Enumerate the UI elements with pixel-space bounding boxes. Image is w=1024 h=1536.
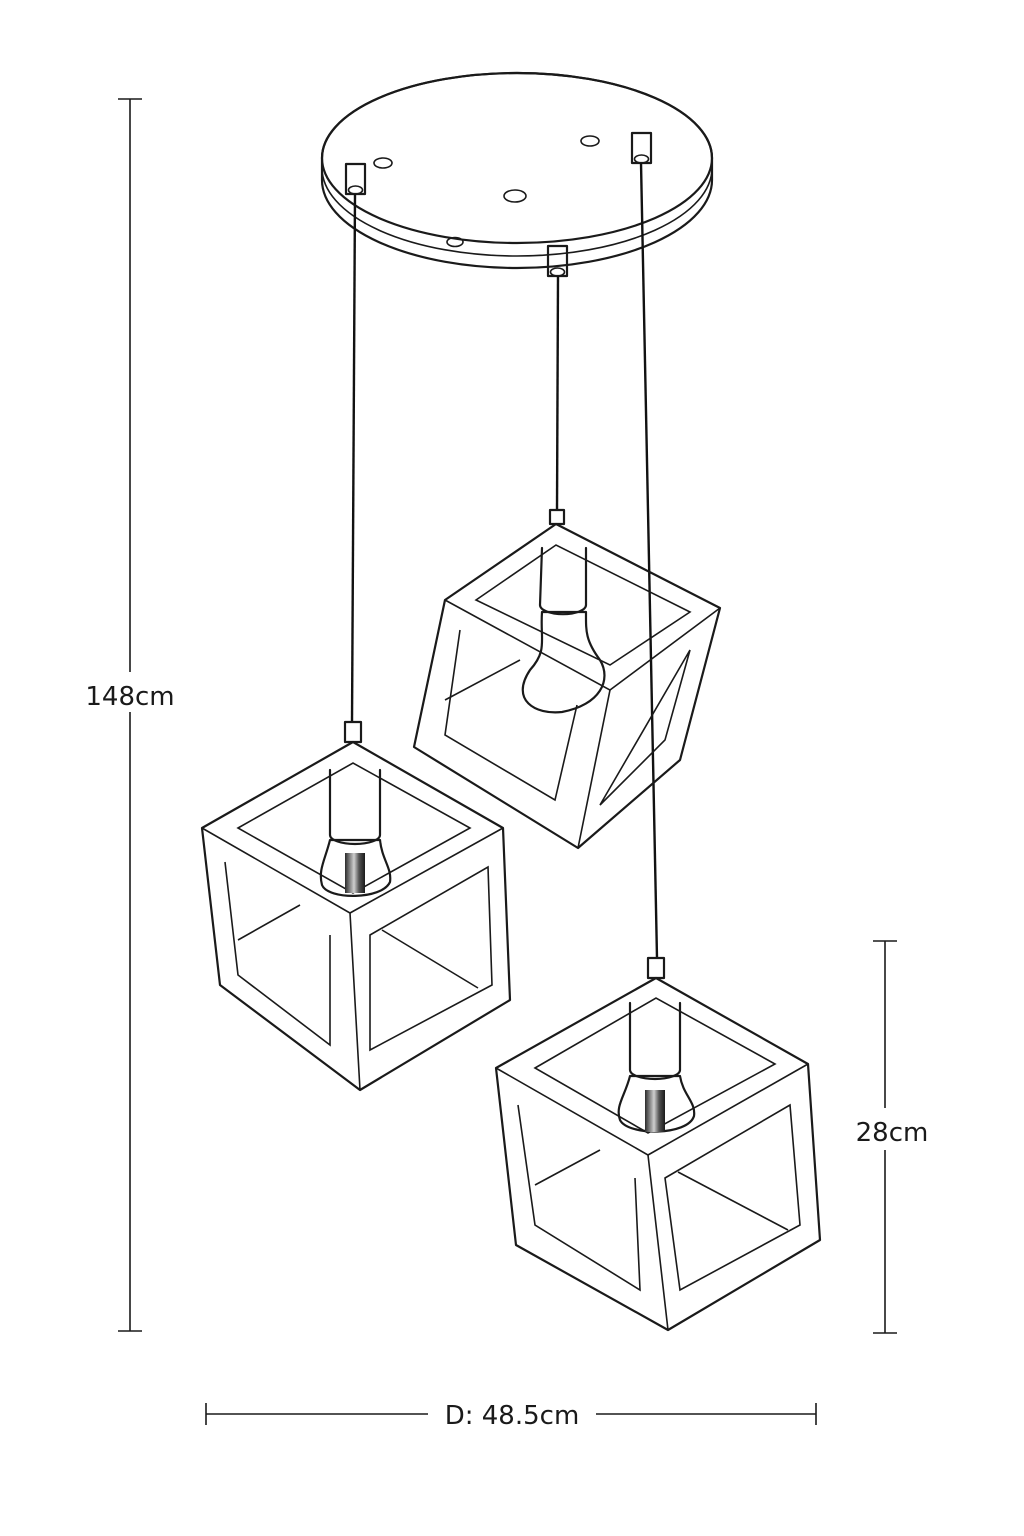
socket-cap: [343, 720, 363, 744]
bulb-holder: [328, 768, 382, 846]
cube-shade-middle: [412, 508, 722, 850]
socket-cap: [646, 956, 666, 980]
shade-height-label: 28cm: [856, 1118, 929, 1148]
socket-cap: [548, 508, 566, 526]
cube-shade-right: [494, 956, 822, 1332]
bulb-holder: [538, 546, 588, 616]
diameter-label: D: 48.5cm: [445, 1401, 580, 1431]
wire-middle: [555, 275, 560, 511]
height-dimension: 148cm: [85, 98, 175, 1332]
cord-grip-middle: [546, 244, 569, 278]
ceiling-canopy: [320, 71, 714, 278]
bulb-filament: [345, 853, 365, 893]
cord-grip-left: [344, 162, 367, 196]
diameter-dimension: D: 48.5cm: [205, 1401, 817, 1431]
wire-right: [639, 162, 659, 959]
bulb: [319, 838, 392, 897]
bulb-holder: [628, 1001, 682, 1081]
shade-height-dimension: 28cm: [856, 940, 929, 1334]
cube-shade-left: [200, 720, 512, 1092]
bulb: [521, 610, 606, 714]
cord-grip-right: [630, 131, 653, 165]
wire-left: [350, 193, 357, 723]
bulb-filament: [645, 1090, 665, 1132]
height-label: 148cm: [85, 682, 174, 712]
